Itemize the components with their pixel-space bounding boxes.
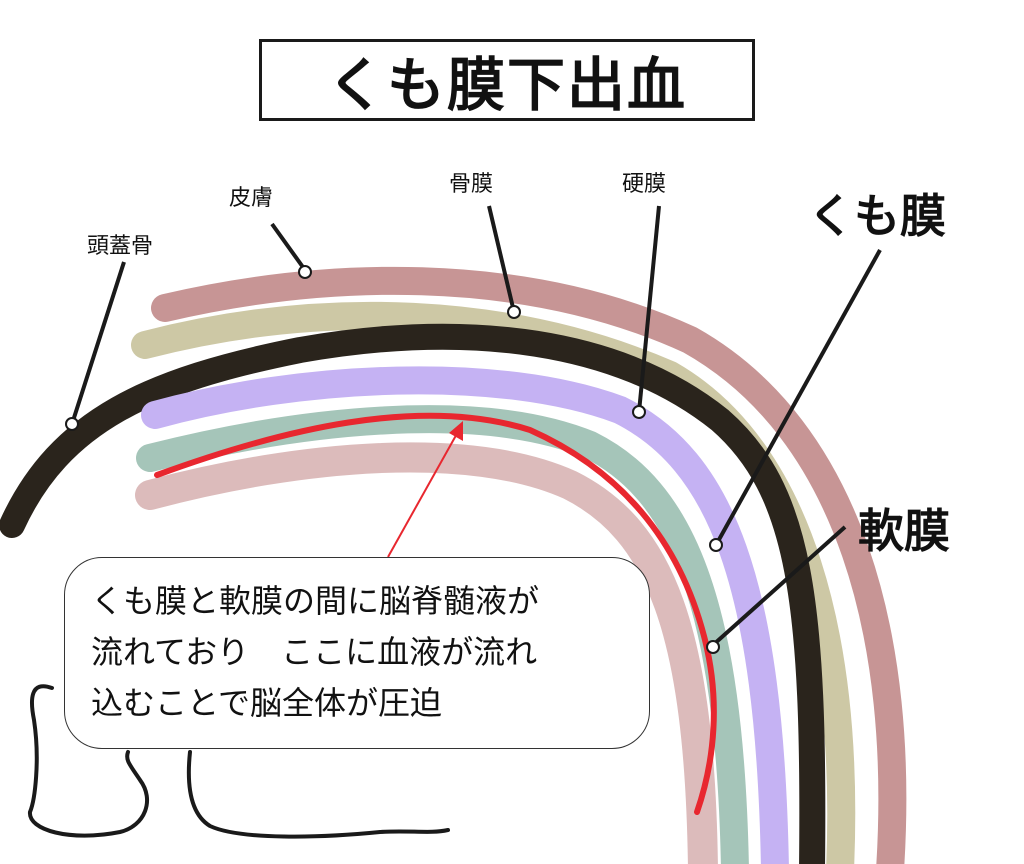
skull-leader xyxy=(70,261,126,425)
hemorrhage-pointer-arrowhead xyxy=(449,421,463,441)
callout-line-2: 流れており ここに血液が流れ xyxy=(91,633,538,671)
arachnoid-layer xyxy=(141,366,789,864)
pia-leader xyxy=(711,525,847,647)
skull-dot xyxy=(65,417,79,431)
periosteum-leader xyxy=(487,205,516,313)
dura-dot xyxy=(632,405,646,419)
hemorrhage-line xyxy=(154,412,717,815)
skin-layer xyxy=(151,266,907,864)
skull-label: 頭蓋骨 xyxy=(87,234,154,259)
page-title: くも膜下出血 xyxy=(259,39,755,121)
arachnoid-label: くも膜 xyxy=(808,189,946,243)
callout-line-1: くも膜と軟膜の間に脳脊髄液が xyxy=(91,582,540,620)
callout-line-3: 込むことで脳全体が圧迫 xyxy=(91,684,443,722)
skin-dot xyxy=(298,265,312,279)
pia-layer xyxy=(135,442,718,864)
pia-dot xyxy=(706,640,720,654)
periosteum-label: 骨膜 xyxy=(449,172,494,197)
callout-text: くも膜と軟膜の間に脳脊髄液が 流れており ここに血液が流れ 込むことで脳全体が圧… xyxy=(91,576,651,729)
hemorrhage-pointer xyxy=(387,429,460,558)
brain-outline xyxy=(28,684,150,838)
pia-label: 軟膜 xyxy=(858,504,950,558)
skin-label: 皮膚 xyxy=(229,186,274,211)
skull-layer xyxy=(0,323,826,864)
explanation-callout: くも膜と軟膜の間に脳脊髄液が 流れており ここに血液が流れ 込むことで脳全体が圧… xyxy=(64,557,650,749)
arachnoid-dot xyxy=(709,538,723,552)
periosteum-dot xyxy=(507,305,521,319)
brain-outline-fold xyxy=(186,750,450,839)
dura-label: 硬膜 xyxy=(622,172,667,197)
skin-leader xyxy=(270,222,307,272)
arachnoid-leader xyxy=(714,249,882,546)
dura-leader xyxy=(637,205,661,413)
